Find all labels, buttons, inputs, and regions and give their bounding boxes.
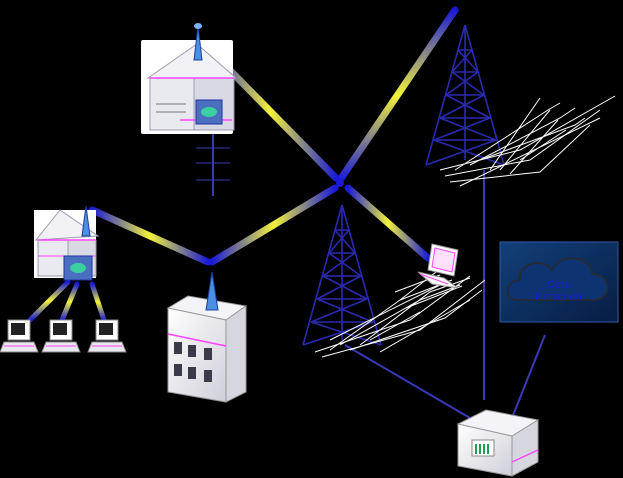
house-icon (141, 40, 238, 134)
laptop-icon (417, 243, 459, 289)
wireless-hub (336, 179, 344, 187)
wireless-links (27, 6, 459, 323)
internet-cloud-icon (499, 241, 619, 323)
computer-terminal-icon (0, 319, 39, 353)
antenna-icon (193, 23, 203, 61)
router-icon (456, 409, 540, 477)
link-hub-laptop (344, 184, 432, 262)
radio-beam-middle (314, 264, 486, 358)
link-houseleft-term3 (89, 281, 107, 323)
office-building-icon (166, 295, 248, 403)
wire-cloud-router (511, 334, 546, 419)
link-houseleft-term1 (27, 279, 71, 323)
cloud-label-line1: Сеть (546, 279, 572, 291)
computer-terminal-icon (41, 319, 81, 353)
link-houseleft-term2 (59, 281, 80, 323)
radio-tower-icon (302, 204, 382, 346)
computer-terminal-icon (87, 319, 127, 353)
wire-tower1-router (344, 344, 471, 419)
radio-beam-topright (439, 95, 616, 187)
antenna-icon (81, 205, 91, 237)
radio-tower-icon (425, 24, 505, 166)
link-office-house-left (88, 206, 212, 266)
cloud-label-line2: Интернет (535, 291, 583, 303)
link-hub-topright (336, 6, 459, 184)
antenna-icon (205, 271, 219, 311)
wired-links (212, 130, 546, 419)
antenna-crossbars (196, 147, 230, 181)
link-hub-office (208, 184, 339, 266)
